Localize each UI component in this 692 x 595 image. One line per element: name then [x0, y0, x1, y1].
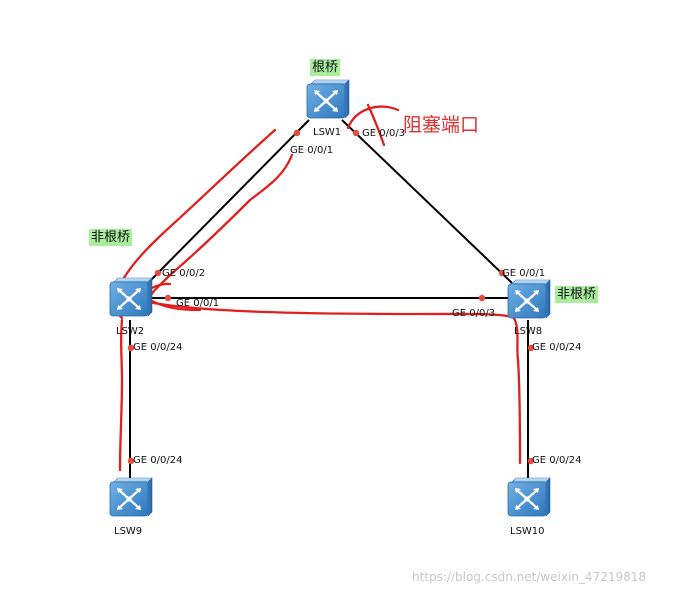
port-dot-lsw8-p24 — [527, 344, 535, 352]
port-dot-lsw2-p1 — [164, 294, 172, 302]
red-path-lsw2-down — [118, 318, 124, 472]
device-name-lsw1: LSW1 — [313, 127, 342, 138]
role-tag-lsw2: 非根桥 — [89, 229, 133, 246]
port-label-lsw2-p1: GE 0/0/1 — [176, 298, 220, 309]
link-lsw1-lsw2 — [147, 119, 310, 284]
port-dot-lsw2-p2 — [154, 269, 162, 277]
watermark: https://blog.csdn.net/weixin_47219818 — [412, 570, 647, 584]
port-label-lsw8-p24: GE 0/0/24 — [532, 342, 582, 353]
red-path-lsw2-inner — [148, 298, 202, 312]
switch-icon-lsw9[interactable] — [108, 476, 154, 518]
port-dot-lsw1-p3 — [352, 129, 360, 137]
red-path-annotations — [114, 103, 522, 472]
port-label-lsw2-p24: GE 0/0/24 — [133, 342, 183, 353]
device-name-lsw8: LSW8 — [514, 326, 543, 337]
port-label-lsw1-p3: GE 0/0/3 — [362, 128, 406, 139]
device-name-lsw2: LSW2 — [116, 326, 145, 337]
switch-icon-lsw8[interactable] — [506, 278, 552, 320]
blocked-port-x-mark — [346, 103, 400, 147]
port-dot-lsw10-p24 — [527, 457, 535, 465]
port-dot-lsw8-p1 — [498, 269, 506, 277]
role-tag-lsw8: 非根桥 — [555, 286, 599, 303]
switch-icon-lsw2[interactable] — [108, 276, 154, 318]
switch-icon-lsw10[interactable] — [506, 476, 552, 518]
port-dots — [127, 129, 535, 465]
device-name-lsw10: LSW10 — [510, 526, 545, 537]
port-label-lsw8-p3: GE 0/0/3 — [452, 308, 496, 319]
port-dot-lsw9-p24 — [127, 457, 135, 465]
port-dot-lsw1-p1 — [293, 129, 301, 137]
port-label-lsw1-p1: GE 0/0/1 — [290, 145, 334, 156]
link-lsw1-lsw8 — [341, 119, 513, 284]
port-label-lsw10-p24: GE 0/0/24 — [532, 455, 582, 466]
port-label-lsw9-p24: GE 0/0/24 — [133, 455, 183, 466]
device-name-lsw9: LSW9 — [114, 526, 143, 537]
red-path-bridge — [146, 300, 522, 465]
role-tag-lsw1: 根桥 — [310, 59, 341, 76]
port-label-lsw8-p1: GE 0/0/1 — [502, 268, 546, 279]
port-dot-lsw8-p3 — [478, 294, 486, 302]
switch-icon-lsw1[interactable] — [305, 78, 351, 120]
red-path-left-inner — [148, 153, 294, 300]
blocked-port-annotation: 阻塞端口 — [403, 114, 480, 136]
port-label-lsw2-p2: GE 0/0/2 — [162, 268, 206, 279]
port-dot-lsw2-p24 — [127, 344, 135, 352]
